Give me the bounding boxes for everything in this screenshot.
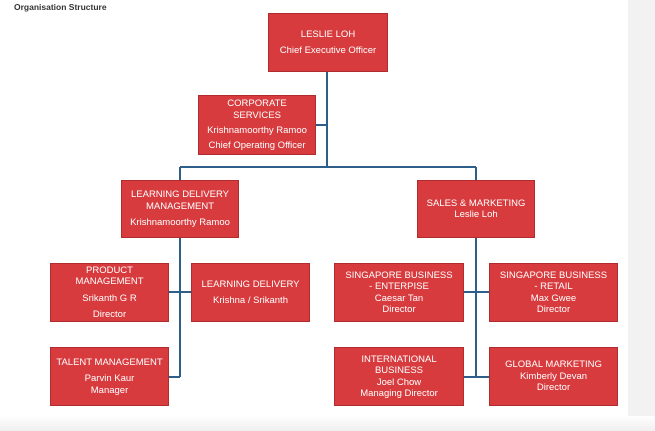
- delivery-dept: LEARNING DELIVERY: [201, 278, 300, 290]
- ceo-role: Chief Executive Officer: [279, 45, 377, 56]
- ldm-name: Krishnamoorthy Ramoo: [130, 217, 230, 229]
- corporate-dept: CORPORATE SERVICES: [227, 98, 287, 121]
- talent-dept: TALENT MANAGEMENT: [56, 356, 163, 368]
- corporate-role: Chief Operating Officer: [208, 140, 306, 152]
- global-marketing-name: Kimberly Devan: [519, 370, 588, 382]
- ceo-name: LESLIE LOH: [300, 28, 356, 40]
- org-box-product-management: PRODUCT MANAGEMENT Srikanth G R Director: [50, 263, 169, 322]
- global-marketing-role: Director: [536, 382, 571, 394]
- talent-name: Parvin Kaur: [84, 373, 135, 385]
- product-role: Director: [92, 308, 127, 320]
- org-box-sales-marketing: SALES & MARKETING Leslie Loh: [417, 180, 535, 238]
- sales-name: Leslie Loh: [454, 209, 498, 220]
- talent-role: Manager: [90, 384, 129, 396]
- international-dept: INTERNATIONAL BUSINESS: [361, 353, 437, 377]
- sg-enterprise-name: Caesar Tan: [374, 292, 424, 304]
- international-role: Managing Director: [360, 387, 438, 399]
- product-name: Srikanth G R: [82, 292, 137, 304]
- international-name: Joel Chow: [376, 376, 422, 388]
- org-box-corporate-services: CORPORATE SERVICES Krishnamoorthy Ramoo …: [198, 95, 316, 155]
- org-box-talent-management: TALENT MANAGEMENT Parvin Kaur Manager: [50, 347, 169, 406]
- corporate-name: Krishnamoorthy Ramoo: [207, 125, 307, 136]
- org-box-global-marketing: GLOBAL MARKETING Kimberly Devan Director: [489, 347, 618, 406]
- page-margin-right: [628, 0, 655, 431]
- page-margin-bottom: [0, 416, 655, 431]
- sg-retail-role: Director: [536, 303, 571, 315]
- sg-retail-dept: SINGAPORE BUSINESS - RETAIL: [499, 269, 608, 293]
- org-box-international-business: INTERNATIONAL BUSINESS Joel Chow Managin…: [334, 347, 464, 406]
- org-box-ceo: LESLIE LOH Chief Executive Officer: [268, 13, 388, 72]
- ldm-dept: LEARNING DELIVERY MANAGEMENT: [130, 189, 230, 212]
- sg-retail-name: Max Gwee: [530, 292, 577, 304]
- sales-dept: SALES & MARKETING: [426, 197, 526, 209]
- org-box-singapore-enterprise: SINGAPORE BUSINESS - ENTERPISE Caesar Ta…: [334, 263, 464, 322]
- org-box-singapore-retail: SINGAPORE BUSINESS - RETAIL Max Gwee Dir…: [489, 263, 618, 322]
- global-marketing-dept: GLOBAL MARKETING: [505, 359, 602, 371]
- page-title: Organisation Structure: [14, 2, 107, 12]
- sg-enterprise-role: Director: [382, 303, 416, 315]
- org-box-learning-delivery-management: LEARNING DELIVERY MANAGEMENT Krishnamoor…: [121, 180, 239, 238]
- product-dept: PRODUCT MANAGEMENT: [75, 264, 144, 288]
- org-box-learning-delivery: LEARNING DELIVERY Krishna / Srikanth: [191, 263, 310, 322]
- sg-enterprise-dept: SINGAPORE BUSINESS - ENTERPISE: [345, 269, 453, 293]
- delivery-name: Krishna / Srikanth: [213, 295, 288, 306]
